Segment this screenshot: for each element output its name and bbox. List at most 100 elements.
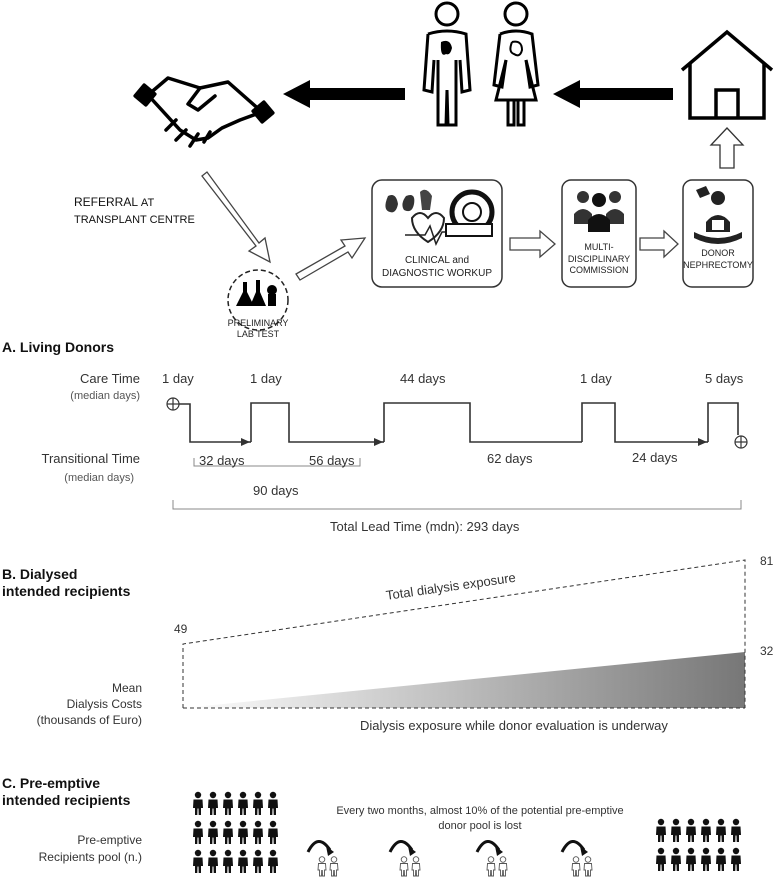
transitional-time-label: Transitional Time <box>41 451 141 466</box>
section-c-title-line2: intended recipients <box>2 791 131 808</box>
person-icon <box>238 849 248 873</box>
person-icon <box>193 820 203 844</box>
person-icon <box>686 818 696 842</box>
person-icon <box>208 791 218 815</box>
person-icon <box>411 856 421 877</box>
care-value-5: 5 days <box>705 371 744 386</box>
person-icon <box>223 849 233 873</box>
arrow-commission-to-nephrectomy <box>639 229 679 259</box>
person-icon <box>671 847 681 871</box>
transition-value-2: 56 days <box>309 453 355 468</box>
nephrectomy-box <box>682 179 754 288</box>
arrow-lab-to-workup <box>295 237 367 281</box>
section-c-title: C. Pre-emptive intended recipients <box>2 775 130 809</box>
medical-team-icon <box>574 191 624 232</box>
workup-label-line2: DIAGNOSTIC WORKUP <box>381 267 492 279</box>
loss-arrow-icon <box>388 840 421 877</box>
person-icon <box>583 856 593 877</box>
section-b-title: B. Dialysed intended recipients <box>2 566 130 600</box>
care-time-label: Care Time <box>80 371 140 386</box>
workup-label-line1: CLINICAL and <box>404 255 470 266</box>
person-icon <box>701 818 711 842</box>
commission-label-line3: COMMISSION <box>569 265 629 276</box>
pool-axis-label-line2: Recipients pool (n.) <box>38 849 142 864</box>
person-icon <box>253 791 263 815</box>
couple-kidney-icon <box>422 1 540 127</box>
person-icon <box>701 847 711 871</box>
referral-label-centre: TRANSPLANT CENTRE <box>74 213 195 226</box>
arrow-nephrectomy-to-house <box>709 127 745 169</box>
person-icon <box>656 847 666 871</box>
lab-label-line2: LAB TEST <box>236 329 280 340</box>
commission-label: MULTI- DISCIPLINARY COMMISSION <box>562 242 636 277</box>
pool-loss-note-line1: Every two months, almost 10% of the pote… <box>336 805 624 817</box>
section-b-title-line2: intended recipients <box>2 582 131 599</box>
initial-pool <box>193 791 278 873</box>
person-icon <box>731 818 741 842</box>
person-icon <box>253 849 263 873</box>
handshake-icon <box>133 76 275 148</box>
care-value-4: 1 day <box>580 371 612 386</box>
person-icon <box>716 847 726 871</box>
section-c-title-line1: C. Pre-emptive <box>2 775 101 791</box>
person-icon <box>268 791 278 815</box>
loss-arrow-icon <box>306 840 339 877</box>
referral-label-main: REFERRAL <box>74 195 138 209</box>
care-value-2: 1 day <box>250 371 282 386</box>
arrow-house-to-couple <box>553 80 673 108</box>
person-icon <box>317 856 327 877</box>
cost-axis-label-line3: (thousands of Euro) <box>36 713 142 728</box>
pool-axis-label: Pre-emptive Recipients pool (n.) <box>20 832 142 866</box>
timeline-step-line <box>179 402 739 443</box>
transition-value-1: 32 days <box>199 453 245 468</box>
person-icon <box>208 849 218 873</box>
cost-axis-label-line1: Mean <box>111 681 142 695</box>
total-bracket <box>172 500 742 510</box>
referral-label: REFERRAL AT TRANSPLANT CENTRE <box>74 194 195 228</box>
end-total-cost-value: 81 <box>760 554 774 568</box>
person-icon <box>686 847 696 871</box>
person-icon <box>268 820 278 844</box>
arrow-referral-to-lab <box>201 171 271 264</box>
person-icon <box>238 791 248 815</box>
section-a-title: A. Living Donors <box>2 339 114 355</box>
person-icon <box>208 820 218 844</box>
flow-diagram <box>133 1 774 331</box>
person-icon <box>716 818 726 842</box>
start-cost-value: 49 <box>174 622 188 636</box>
transition-value-3: 62 days <box>487 451 533 466</box>
nephrectomy-label-line2: NEPHRECTOMY <box>683 259 753 270</box>
diagnostic-icon <box>385 189 495 246</box>
surgeon-icon <box>694 186 742 244</box>
care-value-3: 44 days <box>400 371 446 386</box>
evaluation-exposure-label: Dialysis exposure while donor evaluation… <box>360 718 668 733</box>
arrow-couple-to-handshake <box>283 80 405 108</box>
timeline-start-marker <box>166 397 180 411</box>
care-value-1: 1 day <box>162 371 194 386</box>
referral-label-at: AT <box>140 197 155 209</box>
person-icon <box>486 856 496 877</box>
person-icon <box>223 820 233 844</box>
pool-loss-note-line2: donor pool is lost <box>438 819 522 832</box>
cost-axis-label-line2: Dialysis Costs <box>66 697 142 712</box>
pool-loss-note: Every two months, almost 10% of the pote… <box>300 804 660 834</box>
cost-axis-label: Mean Dialysis Costs (thousands of Euro) <box>20 680 142 729</box>
total-exposure-label: Total dialysis exposure <box>385 569 517 603</box>
commission-label-line1: MULTI- <box>584 242 614 252</box>
care-time-sub: (median days) <box>70 390 140 402</box>
timeline-end-marker <box>734 435 748 449</box>
section-b-title-line1: B. Dialysed <box>2 566 78 582</box>
transitional-time-sub: (median days) <box>64 472 134 484</box>
lab-label-line1: PRELIMINARY <box>227 318 289 328</box>
evaluation-cost-area <box>183 652 745 708</box>
end-eval-cost-value: 32 <box>760 644 774 658</box>
person-icon <box>329 856 339 877</box>
person-icon <box>399 856 409 877</box>
lab-label: PRELIMINARY LAB TEST <box>226 318 290 341</box>
person-icon <box>671 818 681 842</box>
remaining-pool <box>656 818 741 871</box>
person-icon <box>223 791 233 815</box>
commission-box <box>561 179 637 288</box>
person-icon <box>253 820 263 844</box>
